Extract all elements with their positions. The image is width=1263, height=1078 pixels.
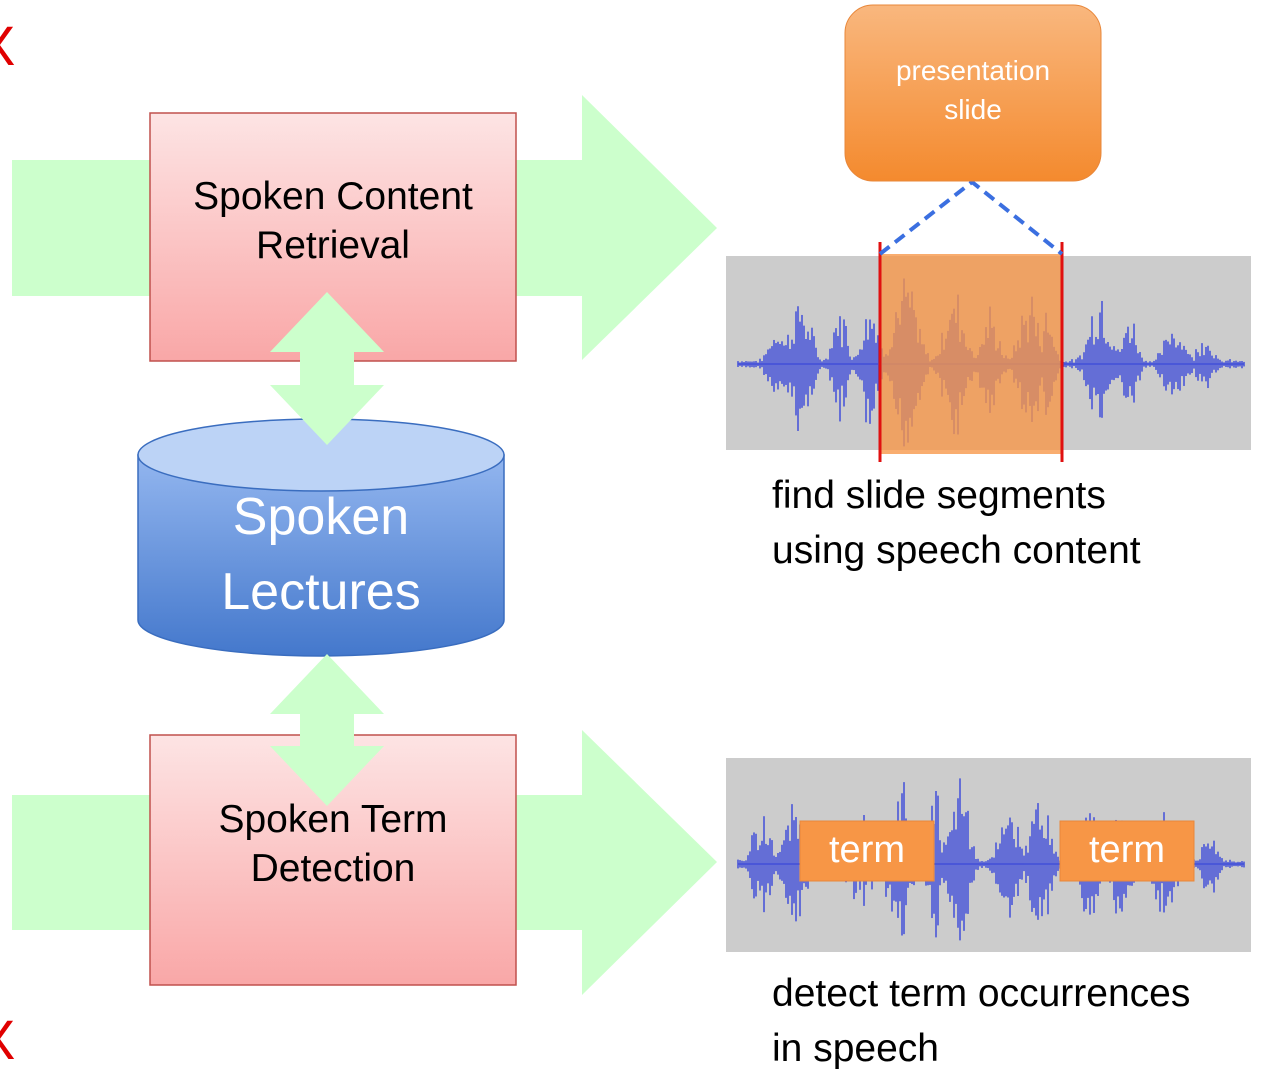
term-label-1: term xyxy=(829,829,905,872)
database-cylinder xyxy=(137,418,505,657)
upper-double-arrow xyxy=(270,292,384,445)
bottom-edge-mark: X xyxy=(0,1012,15,1068)
database-label: Spoken Lectures xyxy=(221,487,421,621)
retrieval-label: Spoken Content Retrieval xyxy=(193,175,473,267)
term-label-2: term xyxy=(1089,829,1165,872)
slide-box xyxy=(844,4,1102,182)
term-box-2 xyxy=(1059,820,1195,882)
slide-label: presentation slide xyxy=(895,54,1051,125)
slide-link-dashes xyxy=(878,179,1064,256)
detection-label: Spoken Term Detection xyxy=(218,798,448,890)
lower-double-arrow xyxy=(270,654,384,806)
top-caption: find slide segments using speech content xyxy=(772,474,1141,572)
term-box-1 xyxy=(799,820,935,882)
slide-segment-highlight xyxy=(880,254,1062,454)
top-edge-mark: X xyxy=(0,18,15,74)
bottom-caption: detect term occurrences in speech xyxy=(772,972,1191,1070)
